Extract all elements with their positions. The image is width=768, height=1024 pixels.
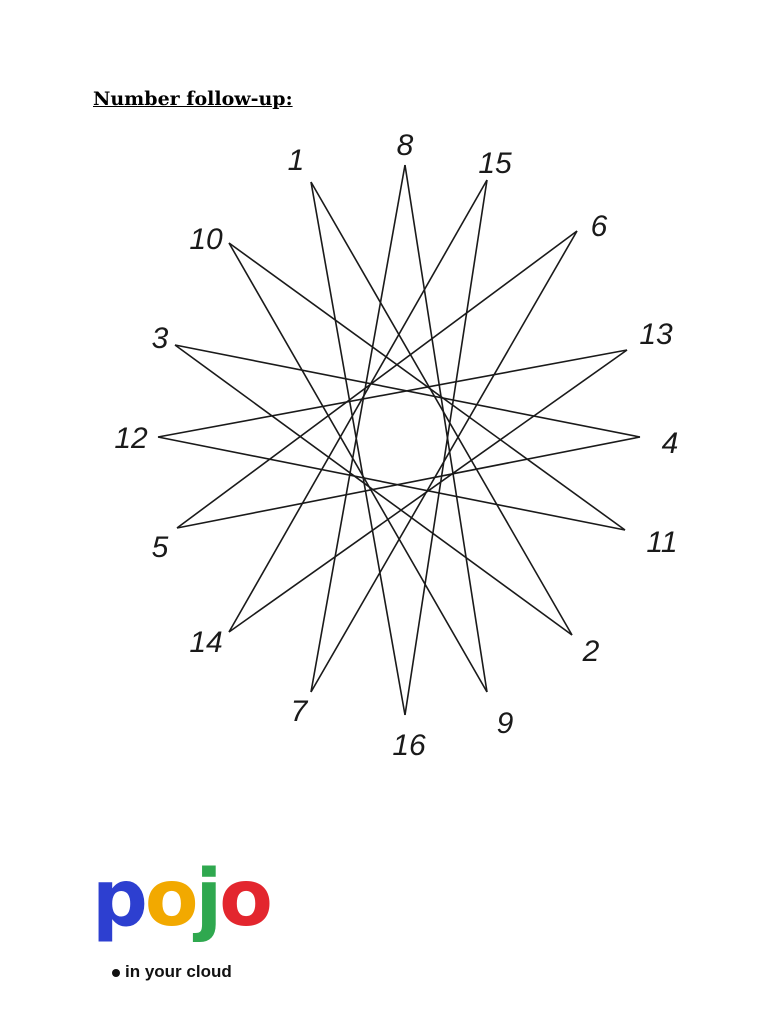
- page-heading: Number follow-up:: [93, 88, 293, 110]
- connecting-line: [310, 181, 406, 716]
- connecting-line: [404, 179, 488, 716]
- number-label: 16: [392, 729, 426, 762]
- number-label: 14: [189, 626, 222, 659]
- logo-letter: j: [195, 854, 222, 944]
- number-label: 15: [478, 147, 512, 180]
- number-label: 11: [646, 526, 677, 559]
- connecting-line: [228, 349, 628, 633]
- connecting-line: [228, 242, 488, 693]
- number-label: 12: [114, 422, 148, 455]
- connecting-line: [176, 436, 641, 529]
- number-label: 9: [497, 707, 514, 740]
- number-label: 8: [397, 129, 414, 162]
- bullet-dot-icon: [112, 968, 120, 977]
- connecting-line: [157, 436, 626, 531]
- connecting-lines: [157, 164, 641, 716]
- number-label: 13: [639, 318, 673, 351]
- number-label: 3: [152, 322, 169, 355]
- number-label: 5: [152, 531, 169, 564]
- number-label: 2: [582, 635, 600, 668]
- logo-wordmark: pojo: [92, 860, 273, 938]
- number-label: 6: [591, 210, 608, 243]
- number-label: 10: [189, 223, 223, 256]
- logo-tagline: in your cloud: [112, 962, 232, 982]
- number-label: 7: [291, 695, 309, 728]
- connecting-line: [157, 349, 628, 438]
- number-label: 1: [288, 144, 305, 177]
- connecting-line: [310, 181, 573, 636]
- logo-letter: o: [144, 854, 199, 944]
- logo-letter: p: [92, 854, 148, 944]
- connecting-line: [310, 164, 406, 693]
- connecting-line: [176, 230, 578, 529]
- pojo-logo: pojo in your cloud: [92, 860, 273, 986]
- connecting-line: [228, 179, 488, 633]
- logo-tagline-text: in your cloud: [125, 962, 232, 981]
- logo-letter: o: [219, 854, 273, 944]
- number-label: 4: [662, 427, 679, 460]
- connecting-line: [404, 164, 488, 693]
